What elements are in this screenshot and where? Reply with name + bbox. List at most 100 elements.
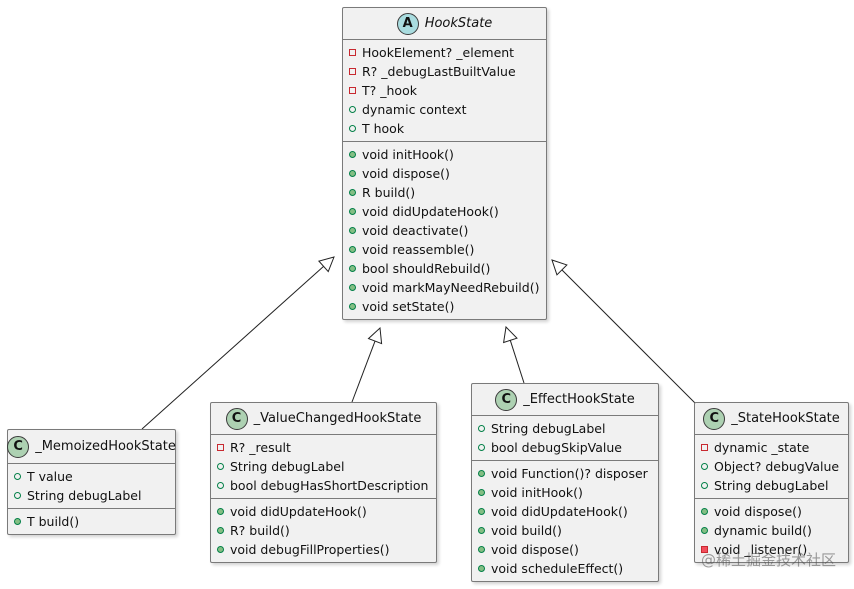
class-name: HookState <box>424 16 493 31</box>
field-signature: dynamic _state <box>714 440 810 455</box>
edge-line-effect <box>509 340 525 384</box>
class-field: R? _result <box>211 438 436 457</box>
class-method: void deactivate() <box>343 221 546 240</box>
method-signature: void markMayNeedRebuild() <box>362 280 540 295</box>
edge-line-memoized <box>141 265 324 430</box>
public-visibility-icon <box>349 246 356 253</box>
public-visibility-icon <box>349 227 356 234</box>
field-signature: T value <box>27 469 73 484</box>
class-header: C _EffectHookState <box>472 384 658 416</box>
class-name: _MemoizedHookState <box>35 439 176 454</box>
class-name: _EffectHookState <box>523 392 635 407</box>
public-visibility-icon <box>349 170 356 177</box>
private-visibility-icon <box>701 444 708 451</box>
class-method: bool shouldRebuild() <box>343 259 546 278</box>
public-visibility-icon <box>701 527 708 534</box>
class-method: dynamic build() <box>695 521 848 540</box>
class-field: String debugLabel <box>8 486 175 505</box>
public-visibility-icon <box>217 508 224 515</box>
public-visibility-icon <box>478 444 485 451</box>
method-signature: R? build() <box>230 523 290 538</box>
watermark: @稀土掘金技术社区 <box>700 551 836 569</box>
field-signature: R? _debugLastBuiltValue <box>362 64 516 79</box>
public-visibility-icon <box>349 208 356 215</box>
public-visibility-icon <box>478 489 485 496</box>
edge-line-statehook <box>561 269 696 404</box>
class-field: dynamic context <box>343 100 546 119</box>
method-signature: void didUpdateHook() <box>491 504 628 519</box>
method-signature: void didUpdateHook() <box>230 504 367 519</box>
class-method: void didUpdateHook() <box>472 502 658 521</box>
class-field: String debugLabel <box>472 419 658 438</box>
field-signature: bool debugHasShortDescription <box>230 478 429 493</box>
public-visibility-icon <box>478 527 485 534</box>
class-name: _StateHookState <box>731 411 840 426</box>
class-fields-section: HookElement? _element R? _debugLastBuiltV… <box>343 40 546 141</box>
class-method: void scheduleEffect() <box>472 559 658 578</box>
class-field: bool debugSkipValue <box>472 438 658 457</box>
method-signature: void Function()? disposer <box>491 466 648 481</box>
inheritance-arrowhead-effect <box>503 325 518 344</box>
class-field: String debugLabel <box>211 457 436 476</box>
class-methods-section: void didUpdateHook() R? build() void debug… <box>211 498 436 562</box>
class-header: A HookState <box>343 8 546 40</box>
field-signature: T hook <box>362 121 405 136</box>
public-visibility-icon <box>478 425 485 432</box>
field-signature: String debugLabel <box>714 478 829 493</box>
class-method: void didUpdateHook() <box>211 502 436 521</box>
class-field: Object? debugValue <box>695 457 848 476</box>
public-visibility-icon <box>349 284 356 291</box>
field-signature: HookElement? _element <box>362 45 515 60</box>
inheritance-arrowhead-valuechanged <box>367 326 383 345</box>
class-method: void dispose() <box>472 540 658 559</box>
inheritance-arrowhead-memoized <box>317 256 335 273</box>
public-visibility-icon <box>478 546 485 553</box>
public-visibility-icon <box>14 492 21 499</box>
class-method: R build() <box>343 183 546 202</box>
class-methods-section: void initHook()void dispose()R build()vo… <box>343 141 546 319</box>
class-methods-section: T build() <box>8 508 175 534</box>
method-signature: void didUpdateHook() <box>362 204 499 219</box>
class-method: void build() <box>472 521 658 540</box>
class-field: T value <box>8 467 175 486</box>
class-method: R? build() <box>211 521 436 540</box>
private-visibility-icon <box>349 68 356 75</box>
public-visibility-icon <box>478 508 485 515</box>
method-signature: void deactivate() <box>362 223 469 238</box>
public-visibility-icon <box>217 546 224 553</box>
public-visibility-icon <box>349 303 356 310</box>
edge-line-valuechanged <box>351 340 376 403</box>
class-field: T hook <box>343 119 546 138</box>
private-visibility-icon <box>349 87 356 94</box>
class-header: C_ValueChangedHookState <box>211 403 436 435</box>
class-field: T? _hook <box>343 81 546 100</box>
class-field: bool debugHasShortDescription <box>211 476 436 495</box>
public-visibility-icon <box>349 265 356 272</box>
method-signature: void dispose() <box>362 166 450 181</box>
public-visibility-icon <box>349 106 356 113</box>
method-signature: void initHook() <box>491 485 583 500</box>
class-method: void Function()? disposer <box>472 464 658 483</box>
public-visibility-icon <box>478 470 485 477</box>
field-signature: Object? debugValue <box>714 459 840 474</box>
field-signature: T? _hook <box>362 83 417 98</box>
method-signature: void debugFillProperties() <box>230 542 390 557</box>
class-field: HookElement? _element <box>343 43 546 62</box>
abstract-class-stereotype-icon: A <box>396 12 419 35</box>
public-visibility-icon <box>701 463 708 470</box>
public-visibility-icon <box>478 565 485 572</box>
public-visibility-icon <box>14 473 21 480</box>
private-visibility-icon <box>701 546 708 553</box>
class-stereotype-icon: C <box>703 407 726 430</box>
method-signature: void setState() <box>362 299 455 314</box>
class-stereotype-icon: C <box>495 388 518 411</box>
field-signature: String debugLabel <box>491 421 606 436</box>
method-signature: bool shouldRebuild() <box>362 261 491 276</box>
